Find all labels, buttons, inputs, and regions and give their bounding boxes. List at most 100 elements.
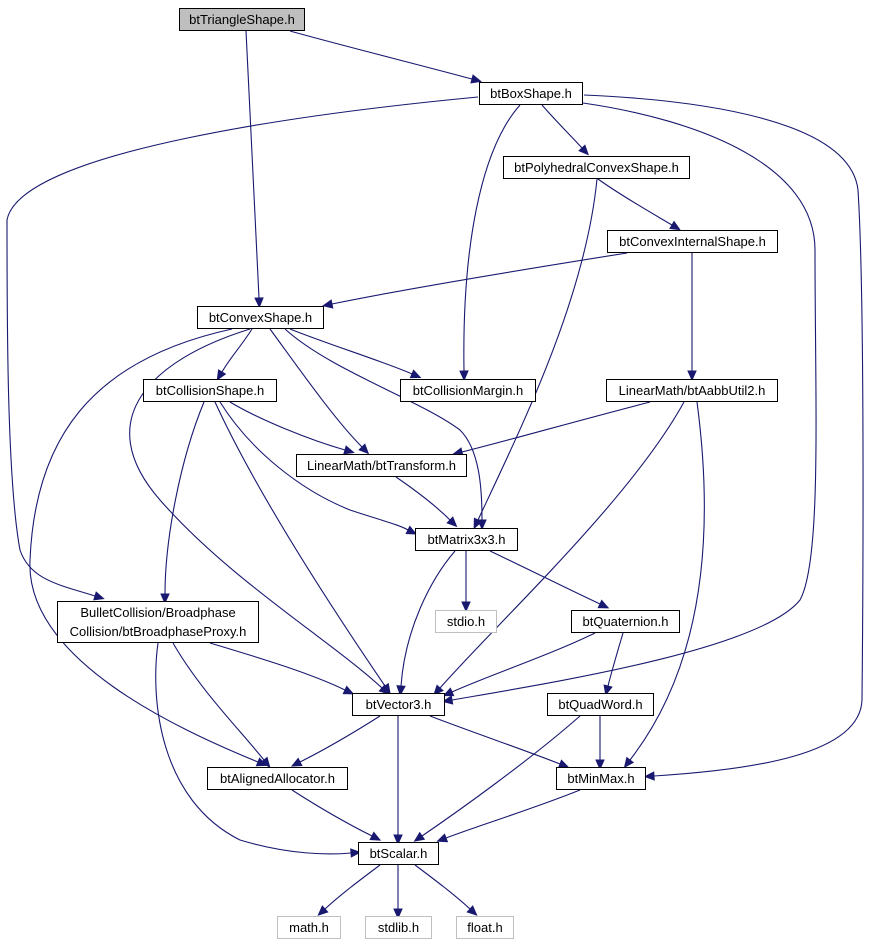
node-btpolyhedralconvexshape[interactable]: btPolyhedralConvexShape.h xyxy=(503,156,690,179)
node-btcollisionmargin[interactable]: btCollisionMargin.h xyxy=(400,379,536,402)
arrowhead-btconvexshape-to-bttransform xyxy=(358,443,370,455)
edge-btboxshape-to-btvector3 xyxy=(451,102,817,701)
node-label: btPolyhedralConvexShape.h xyxy=(514,160,679,175)
edge-btaabbutil2-to-btminmax xyxy=(629,401,705,761)
node-label: stdlib.h xyxy=(377,920,420,935)
arrowhead-btbroadphaseproxy-to-btscalar xyxy=(350,848,362,858)
edge-btbroadphaseproxy-to-btvector3 xyxy=(209,642,346,691)
arrowhead-btconvexinternalshape-to-btconvexshape xyxy=(321,299,334,309)
node-btcollisionshape[interactable]: btCollisionShape.h xyxy=(143,379,277,402)
edge-btboxshape-to-btbroadphaseproxy xyxy=(6,96,479,597)
edge-btconvexshape-to-bttransform xyxy=(269,328,363,448)
node-label: btAlignedAllocator.h xyxy=(220,771,335,786)
edge-btmatrix3x3-to-btquaternion xyxy=(489,550,601,605)
arrowhead-btaabbutil2-to-btminmax xyxy=(623,756,635,769)
node-btvector3[interactable]: btVector3.h xyxy=(352,693,445,716)
node-float: float.h xyxy=(456,916,514,939)
node-btaabbutil2[interactable]: LinearMath/btAabbUtil2.h xyxy=(606,379,778,402)
edge-btboxshape-to-btminmax xyxy=(583,94,864,777)
node-label-line-1: BulletCollision/Broadphase xyxy=(80,605,236,620)
node-label: btScalar.h xyxy=(369,846,428,861)
arrowhead-btvector3-to-btalignedallocator xyxy=(290,757,303,767)
edge-btbroadphaseproxy-to-btalignedallocator xyxy=(172,642,265,761)
node-stdlib: stdlib.h xyxy=(365,916,432,939)
node-label: btTriangleShape.h xyxy=(189,12,295,27)
edge-btminmax-to-btscalar xyxy=(445,789,581,839)
arrowhead-btboxshape-to-btcollisionmargin xyxy=(459,370,469,382)
edge-btcollisionshape-to-btbroadphaseproxy xyxy=(164,401,205,595)
node-btquaternion[interactable]: btQuaternion.h xyxy=(571,610,680,633)
node-btbroadphaseproxy[interactable]: BulletCollision/Broadphase Collision/btB… xyxy=(57,601,259,643)
arrowhead-btvector3-to-btscalar xyxy=(393,834,403,846)
arrowhead-btquadword-to-btscalar xyxy=(413,831,426,842)
arrowhead-btcollisionshape-to-btvector3 xyxy=(380,682,391,695)
arrowhead-btscalar-to-stdlib xyxy=(393,908,403,920)
node-label: LinearMath/btTransform.h xyxy=(306,458,457,473)
node-btquadword[interactable]: btQuadWord.h xyxy=(547,693,654,716)
edge-bttransform-to-btmatrix3x3 xyxy=(395,476,451,521)
edge-btcollisionshape-to-btmatrix3x3 xyxy=(219,401,409,531)
edge-btcollisionshape-to-bttransform xyxy=(229,401,346,451)
arrowhead-btquadword-to-btminmax xyxy=(595,759,605,771)
arrowhead-btaabbutil2-to-btvector3 xyxy=(433,684,444,696)
node-label: btMinMax.h xyxy=(567,771,635,786)
edge-bttriangleshape-to-btconvexshape xyxy=(245,30,260,299)
edge-btaabbutil2-to-btvector3 xyxy=(439,401,685,689)
arrowhead-btboxshape-to-btminmax xyxy=(643,771,655,781)
edge-btaabbutil2-to-bttransform xyxy=(461,401,651,453)
node-btmatrix3x3[interactable]: btMatrix3x3.h xyxy=(415,528,518,551)
edge-btmatrix3x3-to-btvector3 xyxy=(400,550,456,687)
edge-btquaternion-to-btvector3 xyxy=(451,632,596,693)
arrowhead-btmatrix3x3-to-btquaternion xyxy=(597,599,610,609)
arrowhead-btminmax-to-btscalar xyxy=(436,833,449,843)
node-label: btBoxShape.h xyxy=(490,86,572,101)
arrowhead-btcollisionshape-to-btbroadphaseproxy xyxy=(160,593,170,605)
node-label-line-2: Collision/btBroadphaseProxy.h xyxy=(69,624,247,639)
node-label: btQuadWord.h xyxy=(558,697,643,712)
node-bttransform[interactable]: LinearMath/btTransform.h xyxy=(296,454,467,477)
arrowhead-btquaternion-to-btvector3 xyxy=(442,687,455,697)
node-btconvexshape[interactable]: btConvexShape.h xyxy=(197,306,324,329)
arrowhead-btalignedallocator-to-btscalar xyxy=(369,831,382,841)
arrowhead-btscalar-to-float xyxy=(466,905,478,916)
node-btalignedallocator[interactable]: btAlignedAllocator.h xyxy=(207,767,348,790)
edge-btcollisionshape-to-btvector3 xyxy=(214,401,386,687)
edge-btquaternion-to-btquadword xyxy=(607,632,624,687)
arrowhead-btcollisionshape-to-bttransform xyxy=(343,445,355,455)
arrowhead-btpolyhedralconvexshape-to-btconvexinternalshape xyxy=(669,220,681,231)
node-label: btCollisionMargin.h xyxy=(412,383,524,398)
arrowhead-bttransform-to-btmatrix3x3 xyxy=(446,516,458,528)
edge-btscalar-to-float xyxy=(414,864,471,910)
arrowhead-btmatrix3x3-to-btvector3 xyxy=(396,685,406,697)
node-label: stdio.h xyxy=(446,614,486,629)
node-btminmax[interactable]: btMinMax.h xyxy=(556,767,646,790)
edge-btalignedallocator-to-btscalar xyxy=(291,789,373,837)
arrowhead-btboxshape-to-btbroadphaseproxy xyxy=(93,591,105,601)
node-btscalar[interactable]: btScalar.h xyxy=(358,842,439,865)
arrowhead-btbroadphaseproxy-to-btalignedallocator xyxy=(259,756,271,768)
node-bttriangleshape[interactable]: btTriangleShape.h xyxy=(179,8,305,31)
node-label: btConvexInternalShape.h xyxy=(619,234,766,249)
edge-btconvexshape-to-btalignedallocator xyxy=(29,328,259,763)
node-label: float.h xyxy=(467,920,503,935)
arrowhead-bttriangleshape-to-btboxshape xyxy=(470,74,482,84)
arrowhead-btcollisionshape-to-btmatrix3x3 xyxy=(405,525,418,535)
edge-btconvexinternalshape-to-btconvexshape xyxy=(331,252,628,305)
arrowhead-btquaternion-to-btquadword xyxy=(603,684,613,696)
arrowhead-btmatrix3x3-to-stdio xyxy=(461,601,471,613)
node-label: btCollisionShape.h xyxy=(155,383,265,398)
edge-btpolyhedralconvexshape-to-btconvexinternalshape xyxy=(597,178,673,226)
edge-btvector3-to-btalignedallocator xyxy=(299,715,381,763)
node-label: btQuaternion.h xyxy=(582,614,669,629)
node-label: btConvexShape.h xyxy=(208,310,313,325)
edge-btconvexshape-to-btcollisionmargin xyxy=(289,328,413,375)
arrowhead-btconvexshape-to-btcollisionmargin xyxy=(409,369,422,379)
node-btboxshape[interactable]: btBoxShape.h xyxy=(479,82,583,105)
edge-btboxshape-to-btpolyhedralconvexshape xyxy=(541,104,583,149)
edge-btconvexshape-to-btcollisionshape xyxy=(221,328,253,373)
arrowhead-bttriangleshape-to-btconvexshape xyxy=(254,297,264,309)
arrowhead-btconvexshape-to-btcollisionshape xyxy=(216,369,227,381)
node-btconvexinternalshape[interactable]: btConvexInternalShape.h xyxy=(607,230,778,253)
